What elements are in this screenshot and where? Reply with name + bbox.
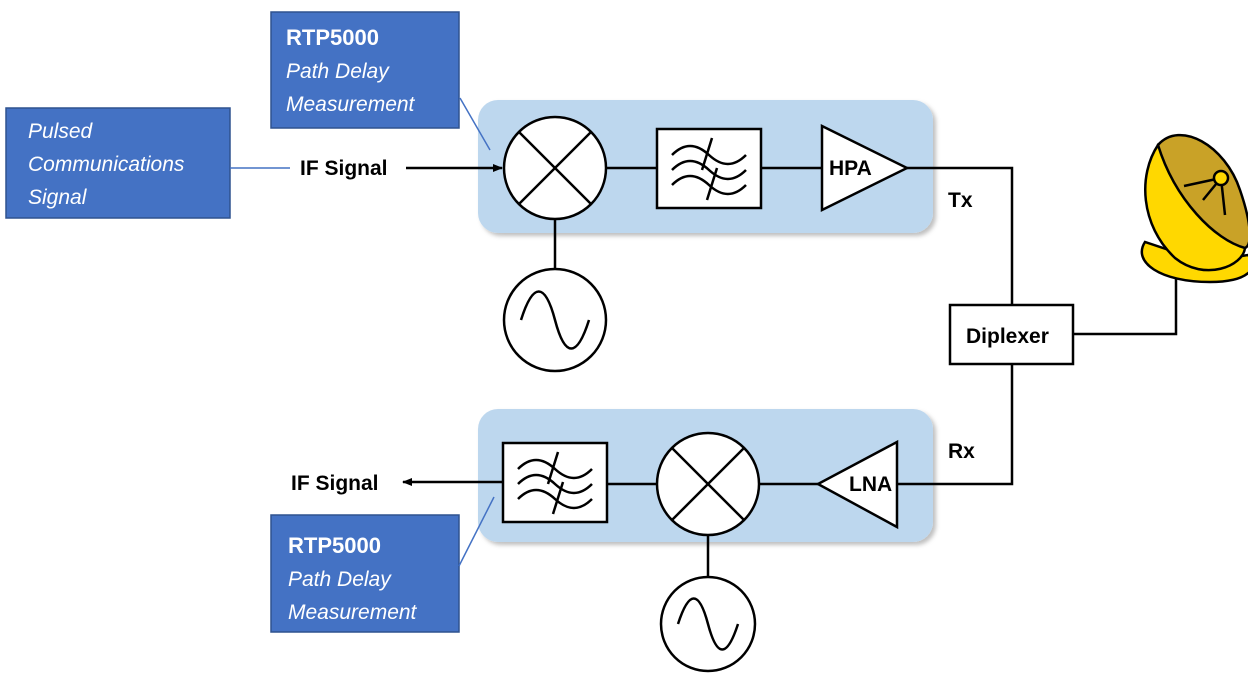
- diplexer-to-lna-wire: [897, 364, 1014, 486]
- lna-amplifier-icon: LNA: [815, 439, 899, 530]
- satellite-dish-icon: [1140, 133, 1248, 284]
- diplexer-label: Diplexer: [966, 325, 1049, 348]
- rx-bandpass-filter-icon: [501, 441, 609, 524]
- rx-mixer-icon: [655, 431, 761, 537]
- diplexer-to-antenna-wire: [1073, 270, 1178, 336]
- rx-oscillator-icon: [659, 575, 757, 673]
- tx-oscillator-icon: [502, 267, 608, 373]
- callout-title: RTP5000: [288, 533, 381, 558]
- callout-text: Measurement: [286, 93, 416, 116]
- tx-path-delay-callout: RTP5000 Path Delay Measurement: [270, 11, 460, 129]
- pulsed-signal-callout: Pulsed Communications Signal: [5, 107, 231, 219]
- callout-text: Path Delay: [286, 60, 390, 83]
- callout-text: Pulsed: [28, 120, 94, 143]
- lna-label: LNA: [849, 473, 892, 496]
- callout-text: Communications: [28, 153, 185, 176]
- callout-text: Path Delay: [288, 568, 392, 591]
- callout-text: Signal: [28, 186, 88, 209]
- diplexer-block: Diplexer: [948, 303, 1075, 366]
- rx-path-delay-callout: RTP5000 Path Delay Measurement: [270, 514, 460, 633]
- callout-leader-line: [459, 97, 491, 151]
- hpa-amplifier-icon: HPA: [820, 123, 910, 213]
- rx-label: Rx: [948, 440, 975, 463]
- callout-leader-line: [458, 496, 495, 567]
- tx-label: Tx: [948, 189, 973, 212]
- tx-bandpass-filter-icon: [655, 127, 763, 210]
- tx-if-signal-label: IF Signal: [300, 157, 388, 180]
- callout-title: RTP5000: [286, 25, 379, 50]
- rx-if-signal-label: IF Signal: [291, 472, 379, 495]
- tx-mixer-icon: [502, 115, 608, 221]
- tx-to-diplexer-wire: [907, 166, 1014, 305]
- hpa-label: HPA: [829, 157, 872, 180]
- callout-text: Measurement: [288, 601, 418, 624]
